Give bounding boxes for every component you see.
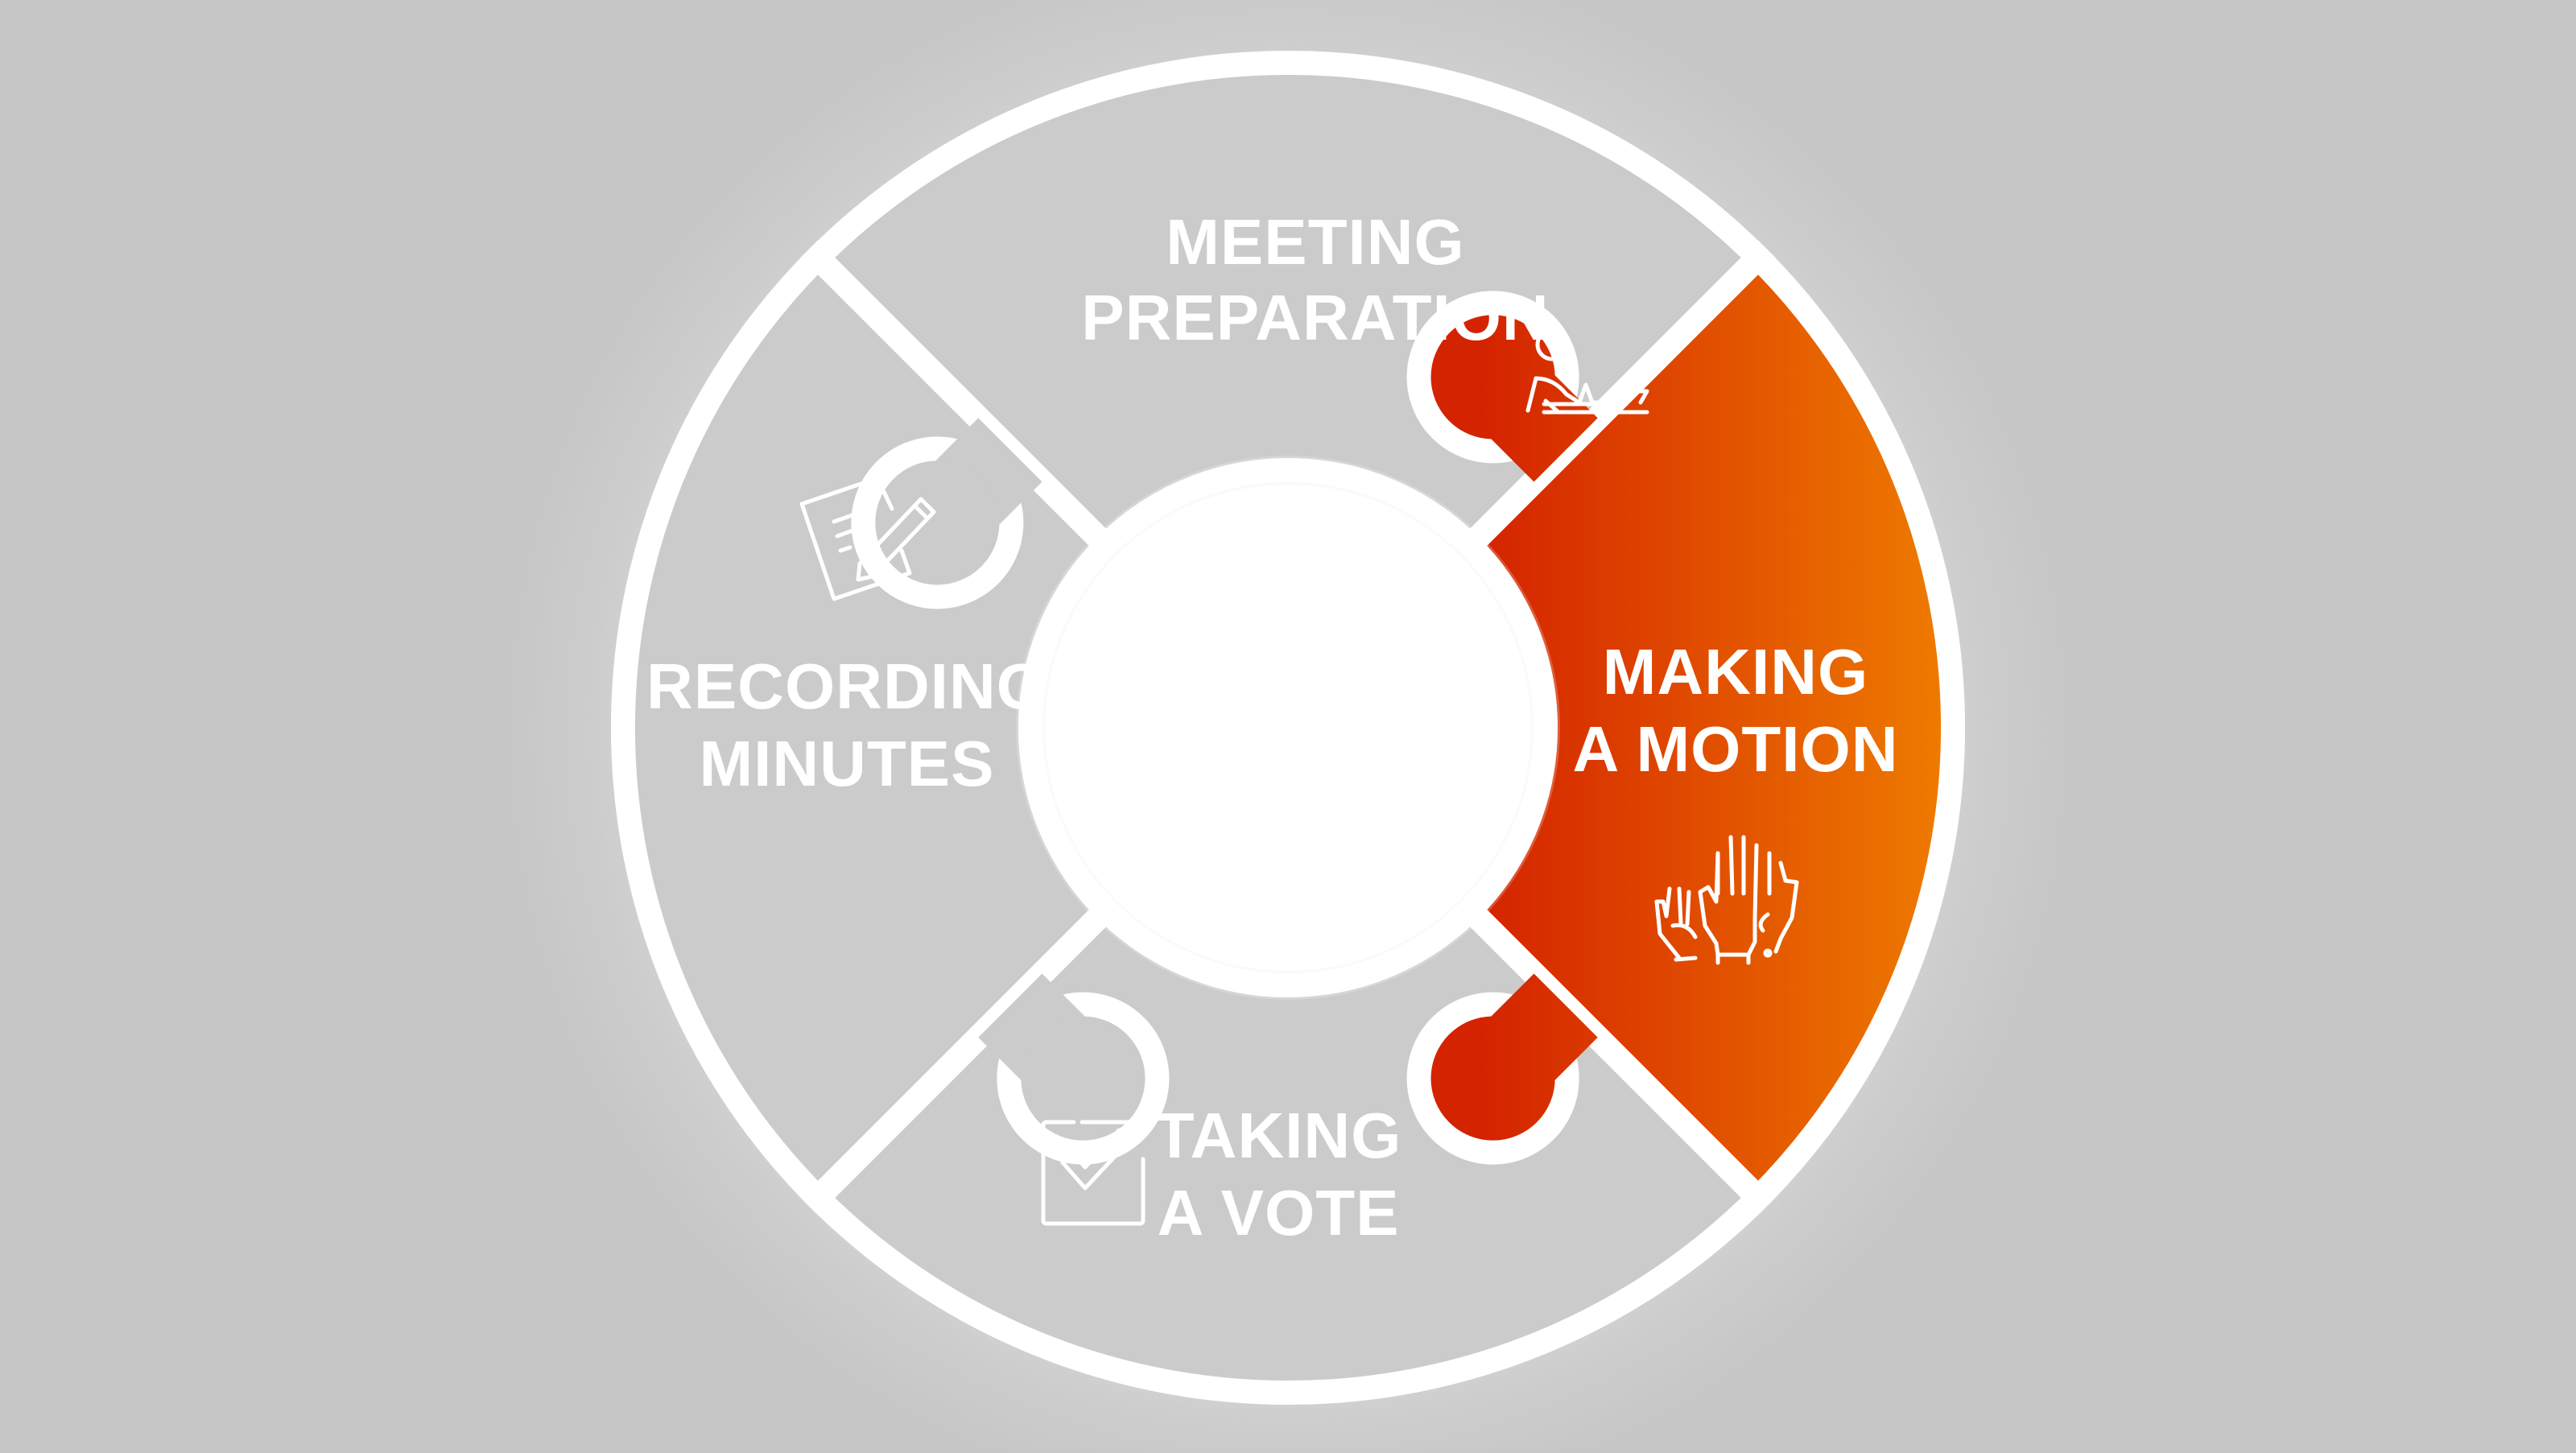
puzzle-knob-fill	[875, 460, 1000, 585]
puzzle-knob-fill	[1021, 1016, 1146, 1141]
segment-label-taking-a-vote-line-1: TAKING	[1155, 1100, 1402, 1171]
segment-label-recording-minutes-line-1: RECORDING	[646, 650, 1047, 722]
segment-label-making-a-motion-line-1: MAKING	[1603, 636, 1868, 708]
segment-label-meeting-preparation-line-2: PREPARATION	[1081, 282, 1549, 353]
segment-label-making-a-motion-line-2: A MOTION	[1573, 713, 1899, 785]
raised-hands-icon	[1654, 835, 1799, 965]
segment-label-meeting-preparation-line-1: MEETING	[1166, 206, 1464, 278]
puzzle-knob-neck	[1476, 973, 1598, 1095]
puzzle-knob-neck	[1476, 361, 1598, 482]
puzzle-knob-neck	[978, 973, 1100, 1095]
center-circle	[1045, 485, 1531, 971]
document-pencil-icon	[799, 476, 936, 601]
person-at-desk-icon	[1525, 328, 1649, 415]
puzzle-knob-neck	[921, 418, 1042, 539]
puzzle-knob-fill	[1430, 1016, 1555, 1141]
checkbox-icon	[1041, 1120, 1146, 1226]
segment-label-recording-minutes-line-2: MINUTES	[700, 728, 995, 799]
puzzle-knob-fill	[1430, 315, 1555, 440]
segment-making-a-motion[interactable]	[1453, 240, 1965, 1216]
segment-label-taking-a-vote-line-2: A VOTE	[1158, 1177, 1400, 1249]
